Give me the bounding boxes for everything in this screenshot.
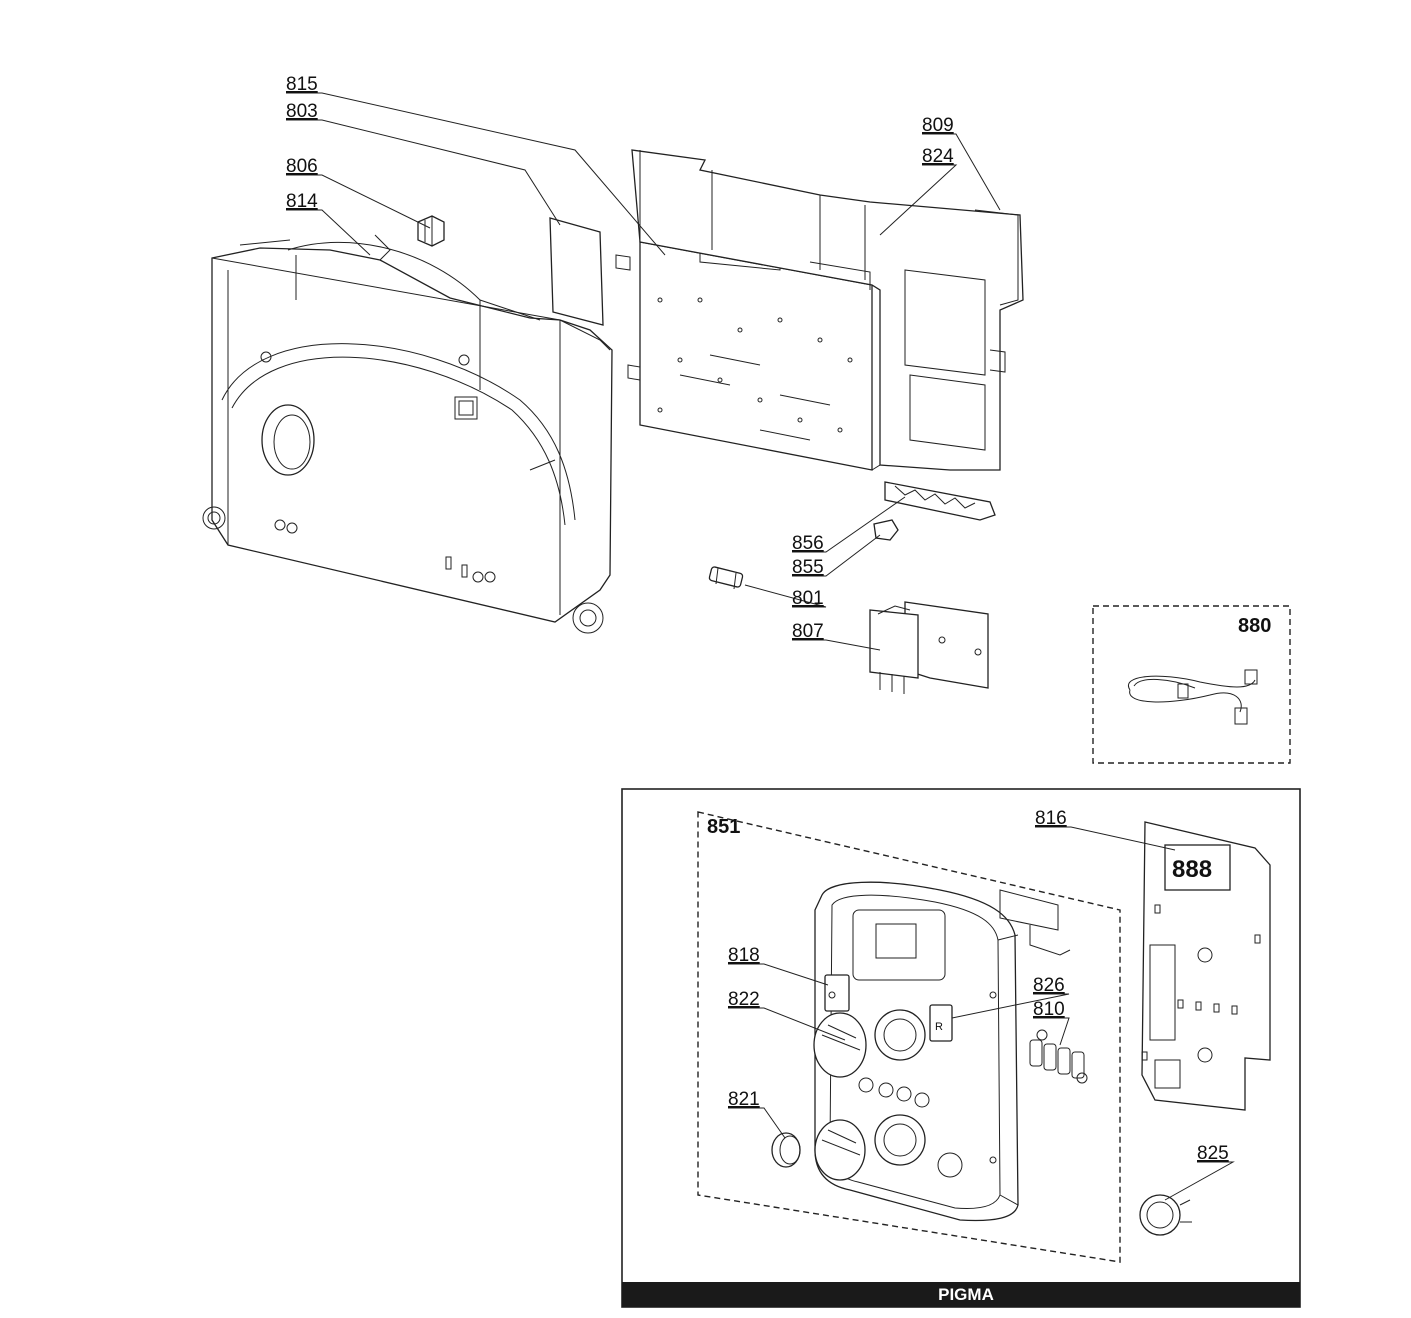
housing-814 — [202, 234, 613, 634]
switch-826: R — [929, 1004, 953, 1042]
callout-806: 806 — [286, 156, 318, 177]
fuse-801 — [708, 566, 744, 590]
callout-816: 816 — [1035, 808, 1067, 829]
relay-807 — [869, 601, 989, 694]
callout-822: 822 — [728, 989, 760, 1010]
pcb-components — [657, 297, 853, 441]
callout-814: 814 — [286, 191, 318, 212]
display-board-816: 888 — [1141, 821, 1271, 1111]
callout-labels: 815 803 806 814 809 824 856 855 801 807 … — [286, 74, 1271, 1164]
knob-822 — [813, 1012, 867, 1078]
sensor-825 — [1139, 1194, 1192, 1236]
plate-803 — [549, 217, 604, 326]
callout-821: 821 — [728, 1089, 760, 1110]
callout-803: 803 — [286, 101, 318, 122]
callout-880: 880 — [1238, 615, 1271, 637]
callout-856: 856 — [792, 533, 824, 554]
control-panel-851 — [697, 811, 1121, 1263]
callout-807: 807 — [792, 621, 824, 642]
connectors-810 — [1029, 1029, 1088, 1084]
leader-lines — [286, 92, 1235, 1201]
callout-815: 815 — [286, 74, 318, 95]
button-cap-821 — [771, 1132, 801, 1168]
callout-826: 826 — [1033, 975, 1065, 996]
rear-case-824 — [615, 149, 1024, 471]
callout-801: 801 — [792, 588, 824, 609]
switch-818 — [824, 974, 850, 1012]
callout-818: 818 — [728, 945, 760, 966]
switch-826-letter: R — [935, 1021, 943, 1033]
display-digits: 888 — [1172, 856, 1212, 883]
cable-kit-880 — [1092, 605, 1291, 764]
pigma-banner — [622, 1282, 1300, 1307]
knob-lower — [814, 1119, 866, 1181]
callout-825: 825 — [1197, 1143, 1229, 1164]
clip-806 — [417, 215, 445, 247]
bracket-856 — [884, 481, 996, 521]
callout-824: 824 — [922, 146, 954, 167]
callout-809: 809 — [922, 115, 954, 136]
callout-851: 851 — [707, 816, 740, 838]
pigma-banner-label: PIGMA — [938, 1285, 994, 1304]
callout-810: 810 — [1033, 999, 1065, 1020]
pigma-frame: PIGMA — [621, 788, 1301, 1308]
callout-855: 855 — [792, 557, 824, 578]
